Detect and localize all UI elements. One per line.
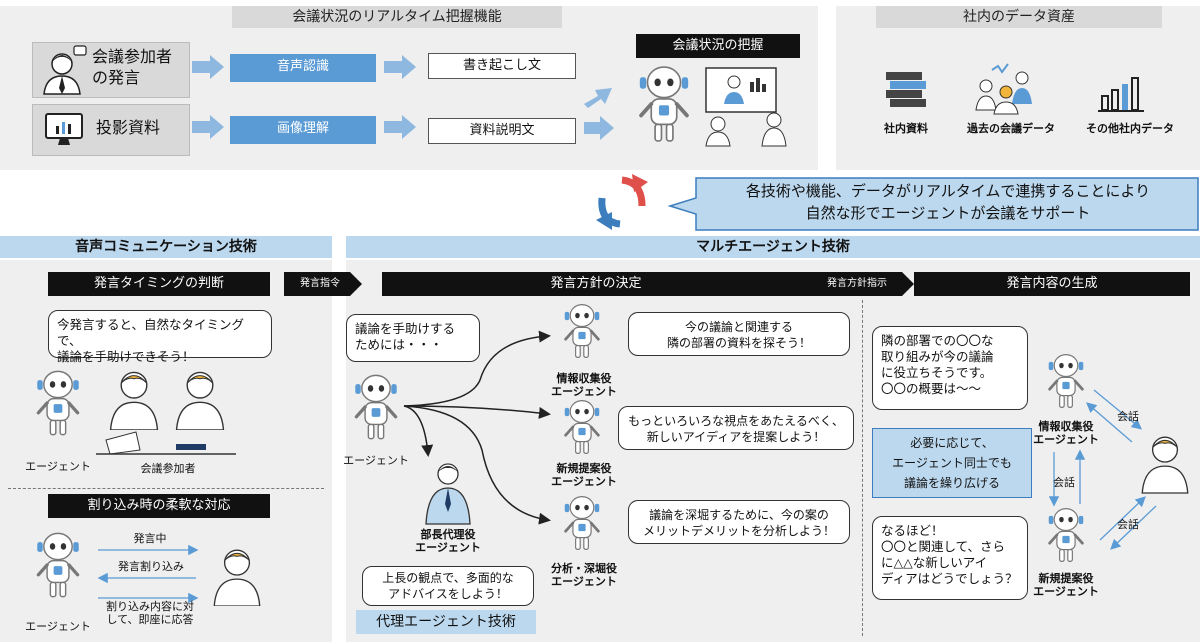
callout-shape [667,177,1199,231]
grasp-title: 会議状況の把握 [636,34,800,58]
voice-tech-bar: 音声コミュニケーション技術 [0,236,332,258]
meeting-scene-icon [705,67,787,147]
divider [8,488,324,489]
interrupt-header: 割り込み時の柔軟な対応 [48,494,270,518]
role-label-analysis: 分析・深堀役 エージェント [551,562,617,588]
slide-description-box: 資料説明文 [428,118,576,144]
manager-icon [425,463,471,525]
participants-label: 会議参加者 [140,462,196,475]
flow-arrows [192,55,614,140]
talk-label: 会話 [1117,518,1139,531]
role-bubble-proposal: もっといろいろな視点をあたえるべく、 新しいアイディアを提案しよう！ [618,406,854,450]
desk-icon [96,431,236,455]
speech-source-label: 会議参加者 の発言 [92,47,173,87]
deputy-label: 部長代理役 エージェント [415,528,481,554]
callout-text: 各技術や機能、データがリアルタイムで連携することにより 自然な形でエージェントが… [745,182,1151,222]
slide-source-label: 投影資料 [96,118,161,137]
agent-label: エージェント [25,620,91,633]
help-bubble: 議論を手助けする ためには・・・ [346,314,480,362]
timing-header: 発言タイミングの判断 [48,272,270,296]
gen-role-label-proposal: 新規提案役 エージェント [1033,572,1099,598]
policy-header: 発言方針の決定 [382,272,810,296]
talk-label: 会話 [1053,476,1075,489]
role-label-info: 情報収集役 エージェント [551,372,617,398]
past-meeting-icon [975,63,1032,115]
transcript-box: 書き起こし文 [428,53,576,79]
agent-discussion-note: 必要に応じて、 エージェント同士でも 議論を繰り広げる [872,428,1032,498]
interrupt-label: 発言割り込み [118,560,184,573]
realtime-title: 会議状況のリアルタイム把握機能 [232,6,562,28]
policy-arrow [808,272,914,296]
asset-label-meetings: 過去の会議データ [967,122,1055,135]
timing-bubble: 今発言すると、自然なタイミングで、 議論を手助けできそう！ [48,310,272,364]
respond-label: 割り込み内容に対 して、即座に応答 [106,600,194,626]
image-understanding-pill: 画像理解 [230,116,376,144]
role-label-proposal: 新規提案役 エージェント [551,462,617,488]
divider [862,300,863,636]
asset-label-other: その他社内データ [1086,122,1174,135]
participant-icon [43,45,87,95]
bar-chart-icon [1098,77,1144,112]
generated-bubble-2: なるほど！ 〇〇と関連して、さら に△△な新しいアイ ディアはどうでしょう？ [872,516,1028,600]
documents-icon [886,72,926,107]
talk-label: 会話 [1117,410,1139,423]
deputy-bubble: 上長の観点で、多面的な アドバイスをしよう！ [362,566,534,606]
content-header: 発言内容の生成 [914,272,1190,296]
sync-cycle-icon [596,174,648,230]
agent-label: エージェント [343,454,409,467]
generated-bubble-1: 隣の部署での〇〇な 取り組みが今の議論 に役立ちそうです。 〇〇の概要は～～ [872,326,1028,410]
command-arrow [284,272,362,296]
role-bubble-info: 今の議論と関連する 隣の部署の資料を探そう！ [628,312,850,356]
role-bubble-analysis: 議論を深堀するために、今の案の メリットデメリットを分析しよう！ [628,500,850,544]
gen-role-label-info: 情報収集役 エージェント [1033,420,1099,446]
asset-label-docs: 社内資料 [884,122,928,135]
proxy-tech-label: 代理エージェント技術 [356,610,536,634]
interrupt-arrows [97,544,199,604]
policy-instruction-label: 発言方針指示 [827,278,887,289]
speech-recognition-pill: 音声認識 [230,54,376,82]
speaking-label: 発言中 [133,532,167,545]
multi-agent-bar: マルチエージェント技術 [346,236,1200,258]
command-label: 発言指令 [300,278,340,289]
assets-title: 社内のデータ資産 [876,6,1162,28]
agent-label: エージェント [25,460,91,473]
monitor-icon [45,113,83,145]
